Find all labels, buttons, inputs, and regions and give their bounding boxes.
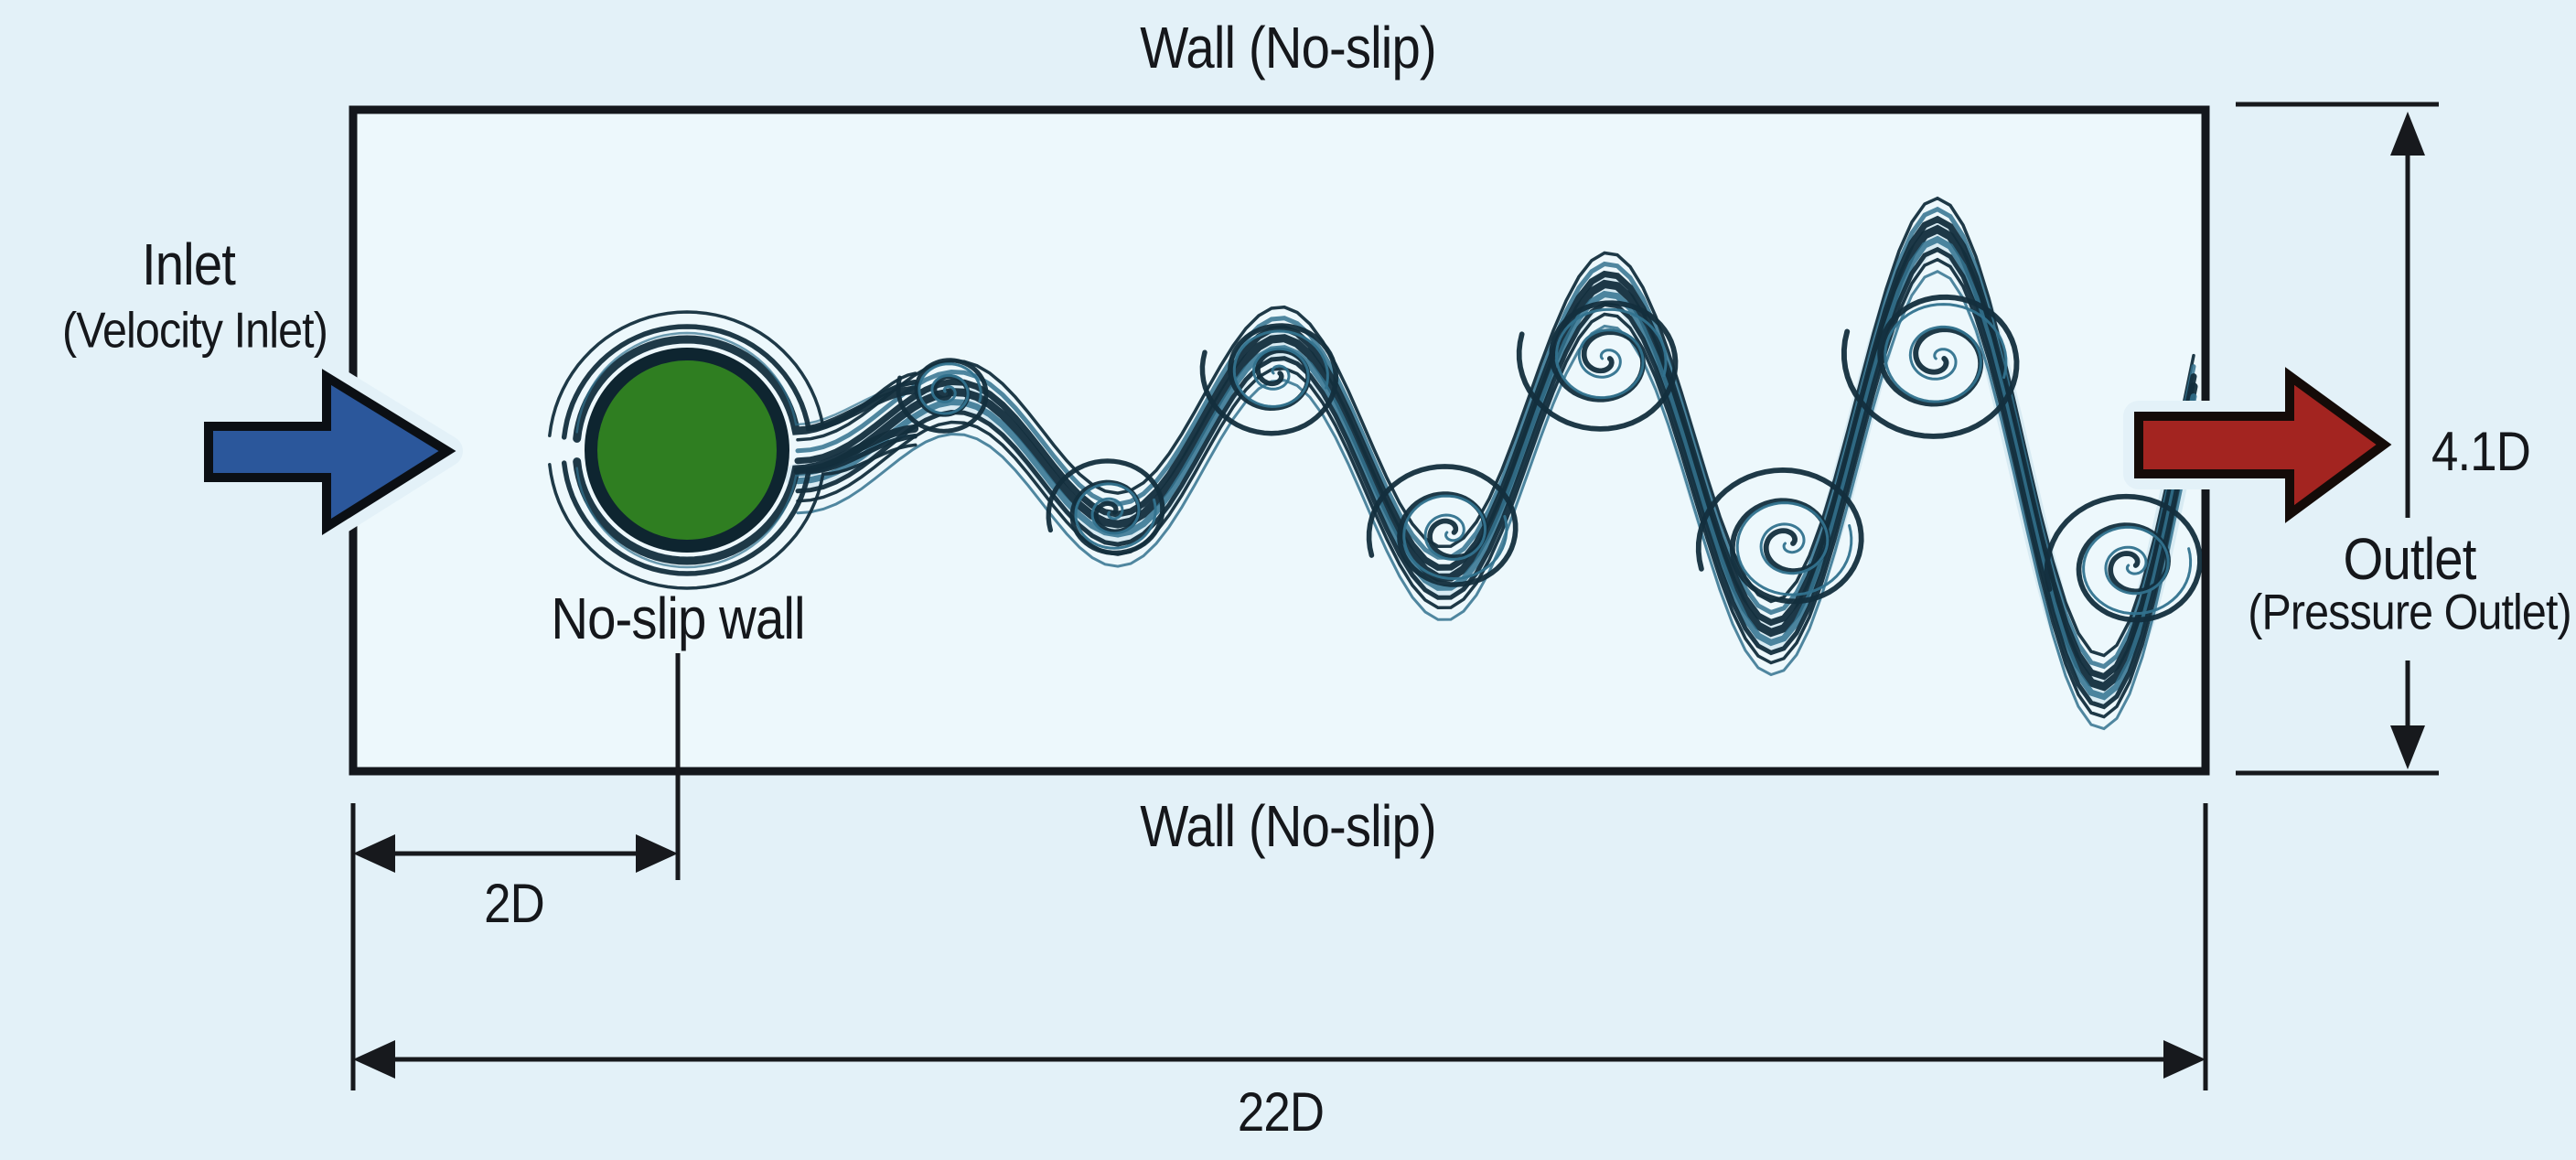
streamline	[573, 424, 919, 565]
streamline	[561, 434, 918, 576]
top-wall-label: Wall (No-slip)	[1140, 15, 1436, 81]
outlet-subtitle: (Pressure Outlet)	[2248, 583, 2571, 640]
streamline	[548, 310, 918, 437]
streamline	[1841, 294, 2020, 439]
outlet-title: Outlet	[2343, 526, 2477, 592]
streamline	[794, 235, 2197, 701]
streamline	[575, 331, 916, 434]
length-arrow-left	[353, 1040, 395, 1079]
inlet-title: Inlet	[141, 231, 236, 297]
streamline	[1554, 307, 1668, 400]
streamline	[1366, 464, 1519, 587]
streamline	[1199, 323, 1339, 436]
streamline	[795, 246, 2196, 710]
streamline	[2082, 525, 2193, 616]
streamline	[1516, 300, 1679, 432]
streamline	[793, 224, 2198, 692]
streamline	[2044, 493, 2202, 623]
bottom-wall-label: Wall (No-slip)	[1140, 793, 1436, 859]
streamline	[548, 443, 918, 590]
cylinder-label: No-slip wall	[551, 585, 805, 651]
cylinder-obstacle	[585, 348, 789, 553]
upstream-arrow-left	[353, 834, 395, 873]
vortex-street-artwork	[548, 196, 2202, 731]
upstream-dimension-label: 2D	[484, 873, 545, 934]
height-arrow-down	[2390, 725, 2425, 769]
height-arrow-up	[2390, 112, 2425, 156]
dimension-lines	[350, 102, 2439, 1090]
streamline	[918, 362, 982, 415]
streamline	[1402, 494, 1508, 581]
dimension-arrowheads	[353, 112, 2425, 1079]
streamline	[1046, 458, 1165, 556]
streamline	[1232, 329, 1329, 408]
upstream-arrow-right	[636, 834, 678, 873]
streamline	[796, 257, 2195, 719]
height-dimension-label: 4.1D	[2431, 421, 2531, 482]
streamline	[795, 206, 2196, 670]
length-dimension-label: 22D	[1237, 1081, 1325, 1143]
streamline	[1884, 303, 2008, 403]
inlet-subtitle: (Velocity Inlet)	[62, 301, 328, 359]
streamline	[1695, 467, 1864, 605]
outlet-flow-arrow	[2134, 367, 2392, 523]
inlet-flow-arrow	[204, 369, 456, 536]
streamline	[1735, 501, 1853, 596]
length-arrow-right	[2163, 1040, 2206, 1079]
streamline	[1074, 482, 1157, 550]
streamline	[561, 324, 918, 440]
